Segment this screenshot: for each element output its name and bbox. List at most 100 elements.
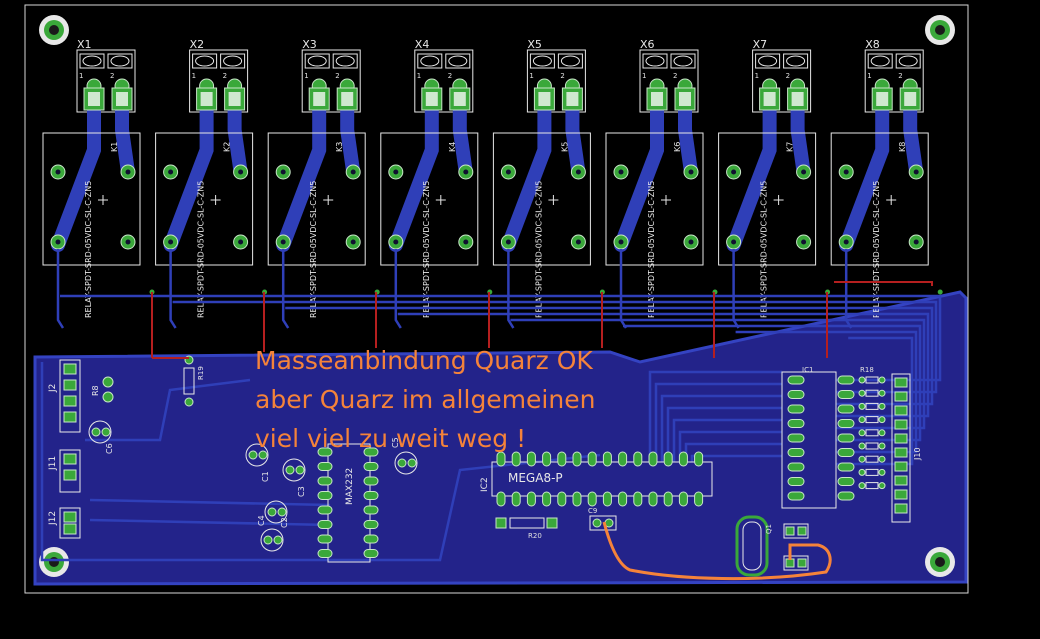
label-ic1: IC1	[802, 366, 813, 374]
relay-value: RELAY-SPDT-SRD-05VDC-SL-C-ZN5	[422, 181, 431, 318]
capacitor-c5: C5	[391, 437, 418, 475]
pin-2-label: 2	[335, 72, 339, 80]
relay-body: RELAY-SPDT-SRD-05VDC-SL-C-ZN5 K8	[830, 132, 929, 318]
terminal-block: X5 1 2	[526, 38, 586, 113]
label-j11: J11	[48, 456, 58, 471]
pin-1-label: 1	[417, 72, 421, 80]
crystal-q1: Q1	[735, 515, 773, 577]
airwires	[151, 281, 933, 359]
label-c5: C5	[391, 437, 400, 448]
terminal-label: X1	[77, 38, 92, 51]
relay-traces	[163, 78, 248, 252]
relay-traces	[839, 78, 924, 252]
capacitor-c9: C9	[588, 507, 617, 531]
relay-traces	[614, 78, 698, 252]
relay-ref: K4	[448, 142, 457, 152]
pin-2-label: 2	[898, 72, 902, 80]
relay-ref: K1	[110, 142, 119, 152]
relay-ref: K2	[223, 142, 232, 152]
pin-1-label: 1	[79, 72, 83, 80]
relay-traces	[51, 78, 135, 252]
resistor-r20: R20	[495, 517, 558, 540]
terminal-label: X4	[415, 38, 430, 51]
annotation-line-3: viel viel zu weit weg !	[255, 424, 527, 453]
terminal-block: X1 1 2	[76, 38, 136, 113]
relay-body: RELAY-SPDT-SRD-05VDC-SL-C-ZN5 K6	[605, 132, 704, 318]
label-j12: J12	[48, 511, 58, 526]
pin-2-label: 2	[223, 72, 227, 80]
pin-1-label: 1	[192, 72, 196, 80]
label-c6: C6	[105, 443, 114, 454]
annotation-line-2: aber Quarz im allgemeinen	[255, 385, 596, 414]
relay-value: RELAY-SPDT-SRD-05VDC-SL-C-ZN5	[84, 181, 93, 318]
relay-traces	[726, 78, 811, 252]
label-ic2-value: MEGA8-P	[508, 471, 563, 485]
relay-traces	[276, 78, 361, 252]
pin-2-label: 2	[110, 72, 114, 80]
crystal-caps	[783, 523, 809, 571]
relay-value: RELAY-SPDT-SRD-05VDC-SL-C-ZN5	[760, 181, 769, 318]
label-ic2: IC2	[480, 477, 490, 492]
pin-1-label: 1	[304, 72, 308, 80]
capacitor-c6: C6	[88, 420, 114, 454]
connector-j2: J2	[48, 359, 81, 433]
capacitor-c1: C1	[245, 443, 270, 482]
label-c4: C4	[257, 515, 266, 526]
connector-j10: J10	[891, 373, 922, 523]
relay-value: RELAY-SPDT-SRD-05VDC-SL-C-ZN5	[872, 181, 881, 318]
terminal-block: X3 1 2	[301, 38, 361, 113]
capacitor-c2: C2	[264, 500, 289, 528]
relay-ref: K8	[898, 142, 907, 152]
ic-max232: MAX232	[317, 443, 379, 563]
terminal-label: X5	[527, 38, 542, 51]
terminal-label: X2	[190, 38, 205, 51]
resistor-r8: R8	[91, 376, 114, 403]
relay-value: RELAY-SPDT-SRD-05VDC-SL-C-ZN5	[647, 181, 656, 318]
bus-traces	[40, 294, 942, 562]
annotation-route	[602, 521, 832, 581]
pin-2-label: 2	[560, 72, 564, 80]
relay-value: RELAY-SPDT-SRD-05VDC-SL-C-ZN5	[197, 181, 206, 318]
relay-traces	[388, 78, 473, 252]
pin-2-label: 2	[448, 72, 452, 80]
relay-body: RELAY-SPDT-SRD-05VDC-SL-C-ZN5 K3	[267, 132, 366, 318]
relay-body: RELAY-SPDT-SRD-05VDC-SL-C-ZN5 K2	[155, 132, 254, 318]
relay-value: RELAY-SPDT-SRD-05VDC-SL-C-ZN5	[309, 181, 318, 318]
terminal-label: X8	[865, 38, 880, 51]
relay-ref: K3	[335, 142, 344, 152]
pin-1-label: 1	[755, 72, 759, 80]
label-c3: C3	[297, 486, 306, 497]
connector-j12: J12	[48, 507, 81, 539]
terminal-block: X4 1 2	[414, 38, 474, 113]
capacitor-c4: C4	[257, 515, 284, 552]
mounting-holes	[39, 15, 955, 577]
label-max232: MAX232	[345, 468, 355, 505]
annotation-line-1: Masseanbindung Quarz OK	[255, 346, 593, 375]
capacitor-c3: C3	[282, 458, 306, 497]
ic-mega8: MEGA8-P IC2	[480, 451, 713, 507]
pin-2-label: 2	[786, 72, 790, 80]
terminal-label: X7	[753, 38, 768, 51]
terminal-label: X3	[302, 38, 317, 51]
pin-1-label: 1	[642, 72, 646, 80]
pin-1-label: 1	[529, 72, 533, 80]
label-j10: J10	[913, 447, 922, 461]
terminal-block: X7 1 2	[752, 38, 812, 113]
relay-ref: K5	[560, 142, 569, 152]
label-c1: C1	[261, 471, 270, 482]
label-j2: J2	[48, 384, 58, 393]
relay-ref: K6	[673, 142, 682, 152]
relay-traces	[501, 78, 586, 252]
label-r20: R20	[528, 532, 542, 540]
ic-ic1: IC1	[781, 366, 855, 509]
label-c9: C9	[588, 507, 597, 515]
label-r19: R19	[197, 366, 205, 380]
